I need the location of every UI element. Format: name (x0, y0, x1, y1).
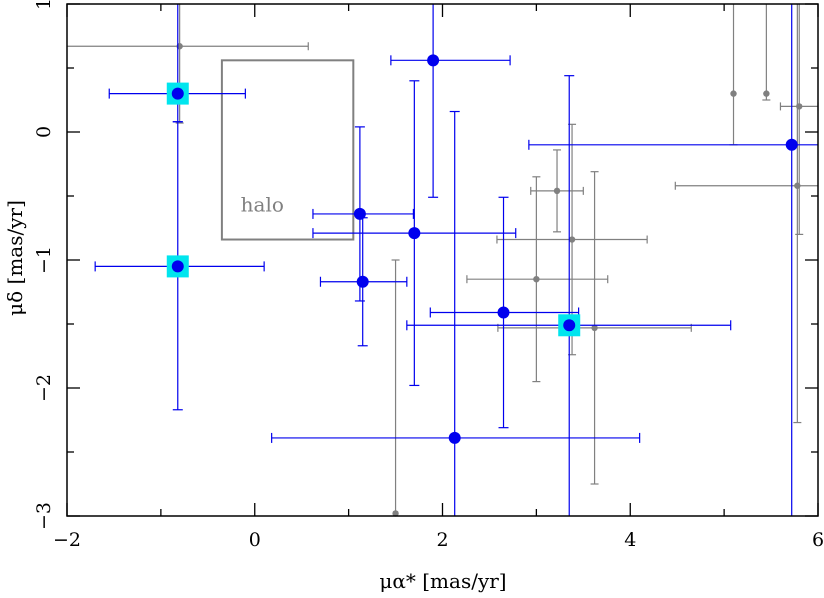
x-tick-label: 0 (249, 529, 261, 551)
point-marker (392, 510, 399, 517)
y-tick-label: −3 (33, 502, 55, 530)
data-point-gray (67, 4, 309, 124)
x-tick-label: 6 (812, 529, 824, 551)
point-marker (497, 306, 510, 319)
y-tick-label: 0 (33, 126, 55, 138)
point-marker (408, 227, 421, 240)
data-point-gray (779, 4, 819, 235)
data-point-gray (729, 4, 738, 146)
data-point (312, 126, 414, 302)
point-marker (796, 103, 803, 110)
x-tick-label: −2 (53, 529, 81, 551)
tick-marks (66, 3, 819, 517)
halo-annotation: halo (241, 192, 284, 216)
data-point (271, 110, 641, 516)
data-point (312, 80, 517, 387)
data-point (108, 4, 246, 123)
data-point-gray (530, 149, 584, 233)
point-marker (730, 90, 737, 97)
data-point (528, 4, 818, 516)
point-marker (763, 90, 770, 97)
x-tick-label: 4 (624, 529, 636, 551)
point-marker (568, 236, 576, 243)
y-axis-label: μδ [mas/yr] (3, 200, 27, 316)
data-point-gray (674, 4, 818, 424)
data-point-gray (391, 259, 400, 517)
point-marker (427, 54, 440, 67)
blue-series (94, 4, 818, 516)
halo-region: halo (220, 59, 355, 241)
point-marker (553, 187, 561, 195)
point-marker (533, 276, 540, 283)
point-marker (448, 431, 461, 444)
data-point-gray (497, 171, 692, 485)
data-point (319, 217, 408, 347)
data-point-gray (762, 4, 771, 101)
y-tick-label: −2 (33, 374, 55, 402)
gray-series (67, 4, 819, 517)
x-axis-label: μα* [mas/yr] (379, 569, 506, 593)
point-marker (563, 319, 576, 332)
point-marker (591, 324, 598, 332)
point-marker (356, 275, 369, 288)
x-tick-label: 2 (436, 529, 448, 551)
halo-box (220, 59, 355, 241)
data-point (406, 75, 732, 516)
point-marker (353, 207, 366, 220)
y-tick-label: 1 (33, 0, 55, 10)
data-point (94, 121, 265, 411)
y-tick-label: −1 (33, 246, 55, 274)
data-point-gray (496, 123, 648, 356)
point-marker (171, 260, 184, 273)
point-marker (171, 87, 184, 100)
data-point-gray (466, 176, 609, 383)
point-marker (785, 138, 798, 151)
data-point (390, 4, 511, 198)
